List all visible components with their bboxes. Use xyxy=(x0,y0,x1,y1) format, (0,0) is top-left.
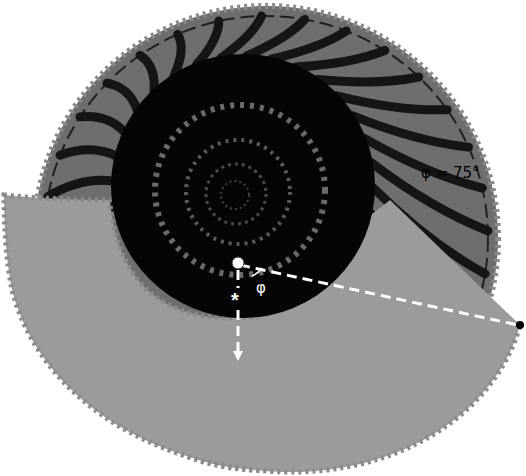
rib xyxy=(107,83,137,110)
rib xyxy=(60,150,116,156)
rib xyxy=(271,31,346,59)
angle-arc xyxy=(252,268,262,276)
inner-whorl-edge xyxy=(206,164,266,224)
dashed-radius xyxy=(240,265,518,325)
angle-symbol: φ xyxy=(256,281,266,296)
rib xyxy=(295,50,384,67)
angle-value: φ = 75° xyxy=(421,166,480,181)
rib xyxy=(140,55,154,91)
inner-whorl-edge xyxy=(155,105,325,275)
rib xyxy=(48,180,113,196)
rib xyxy=(317,77,418,82)
inner-whorl-edge xyxy=(186,140,290,244)
asterisk-mark: * xyxy=(231,290,239,310)
inner-whorls xyxy=(111,54,375,318)
rib xyxy=(174,34,181,75)
dashed-axis-arrow xyxy=(237,310,240,356)
rib xyxy=(80,116,125,132)
rib xyxy=(364,138,482,188)
aperture-dot xyxy=(516,321,524,329)
dashed-axis xyxy=(237,270,240,288)
inner-whorl-edge xyxy=(221,181,249,209)
rib xyxy=(337,96,447,110)
center-dot xyxy=(232,257,244,269)
